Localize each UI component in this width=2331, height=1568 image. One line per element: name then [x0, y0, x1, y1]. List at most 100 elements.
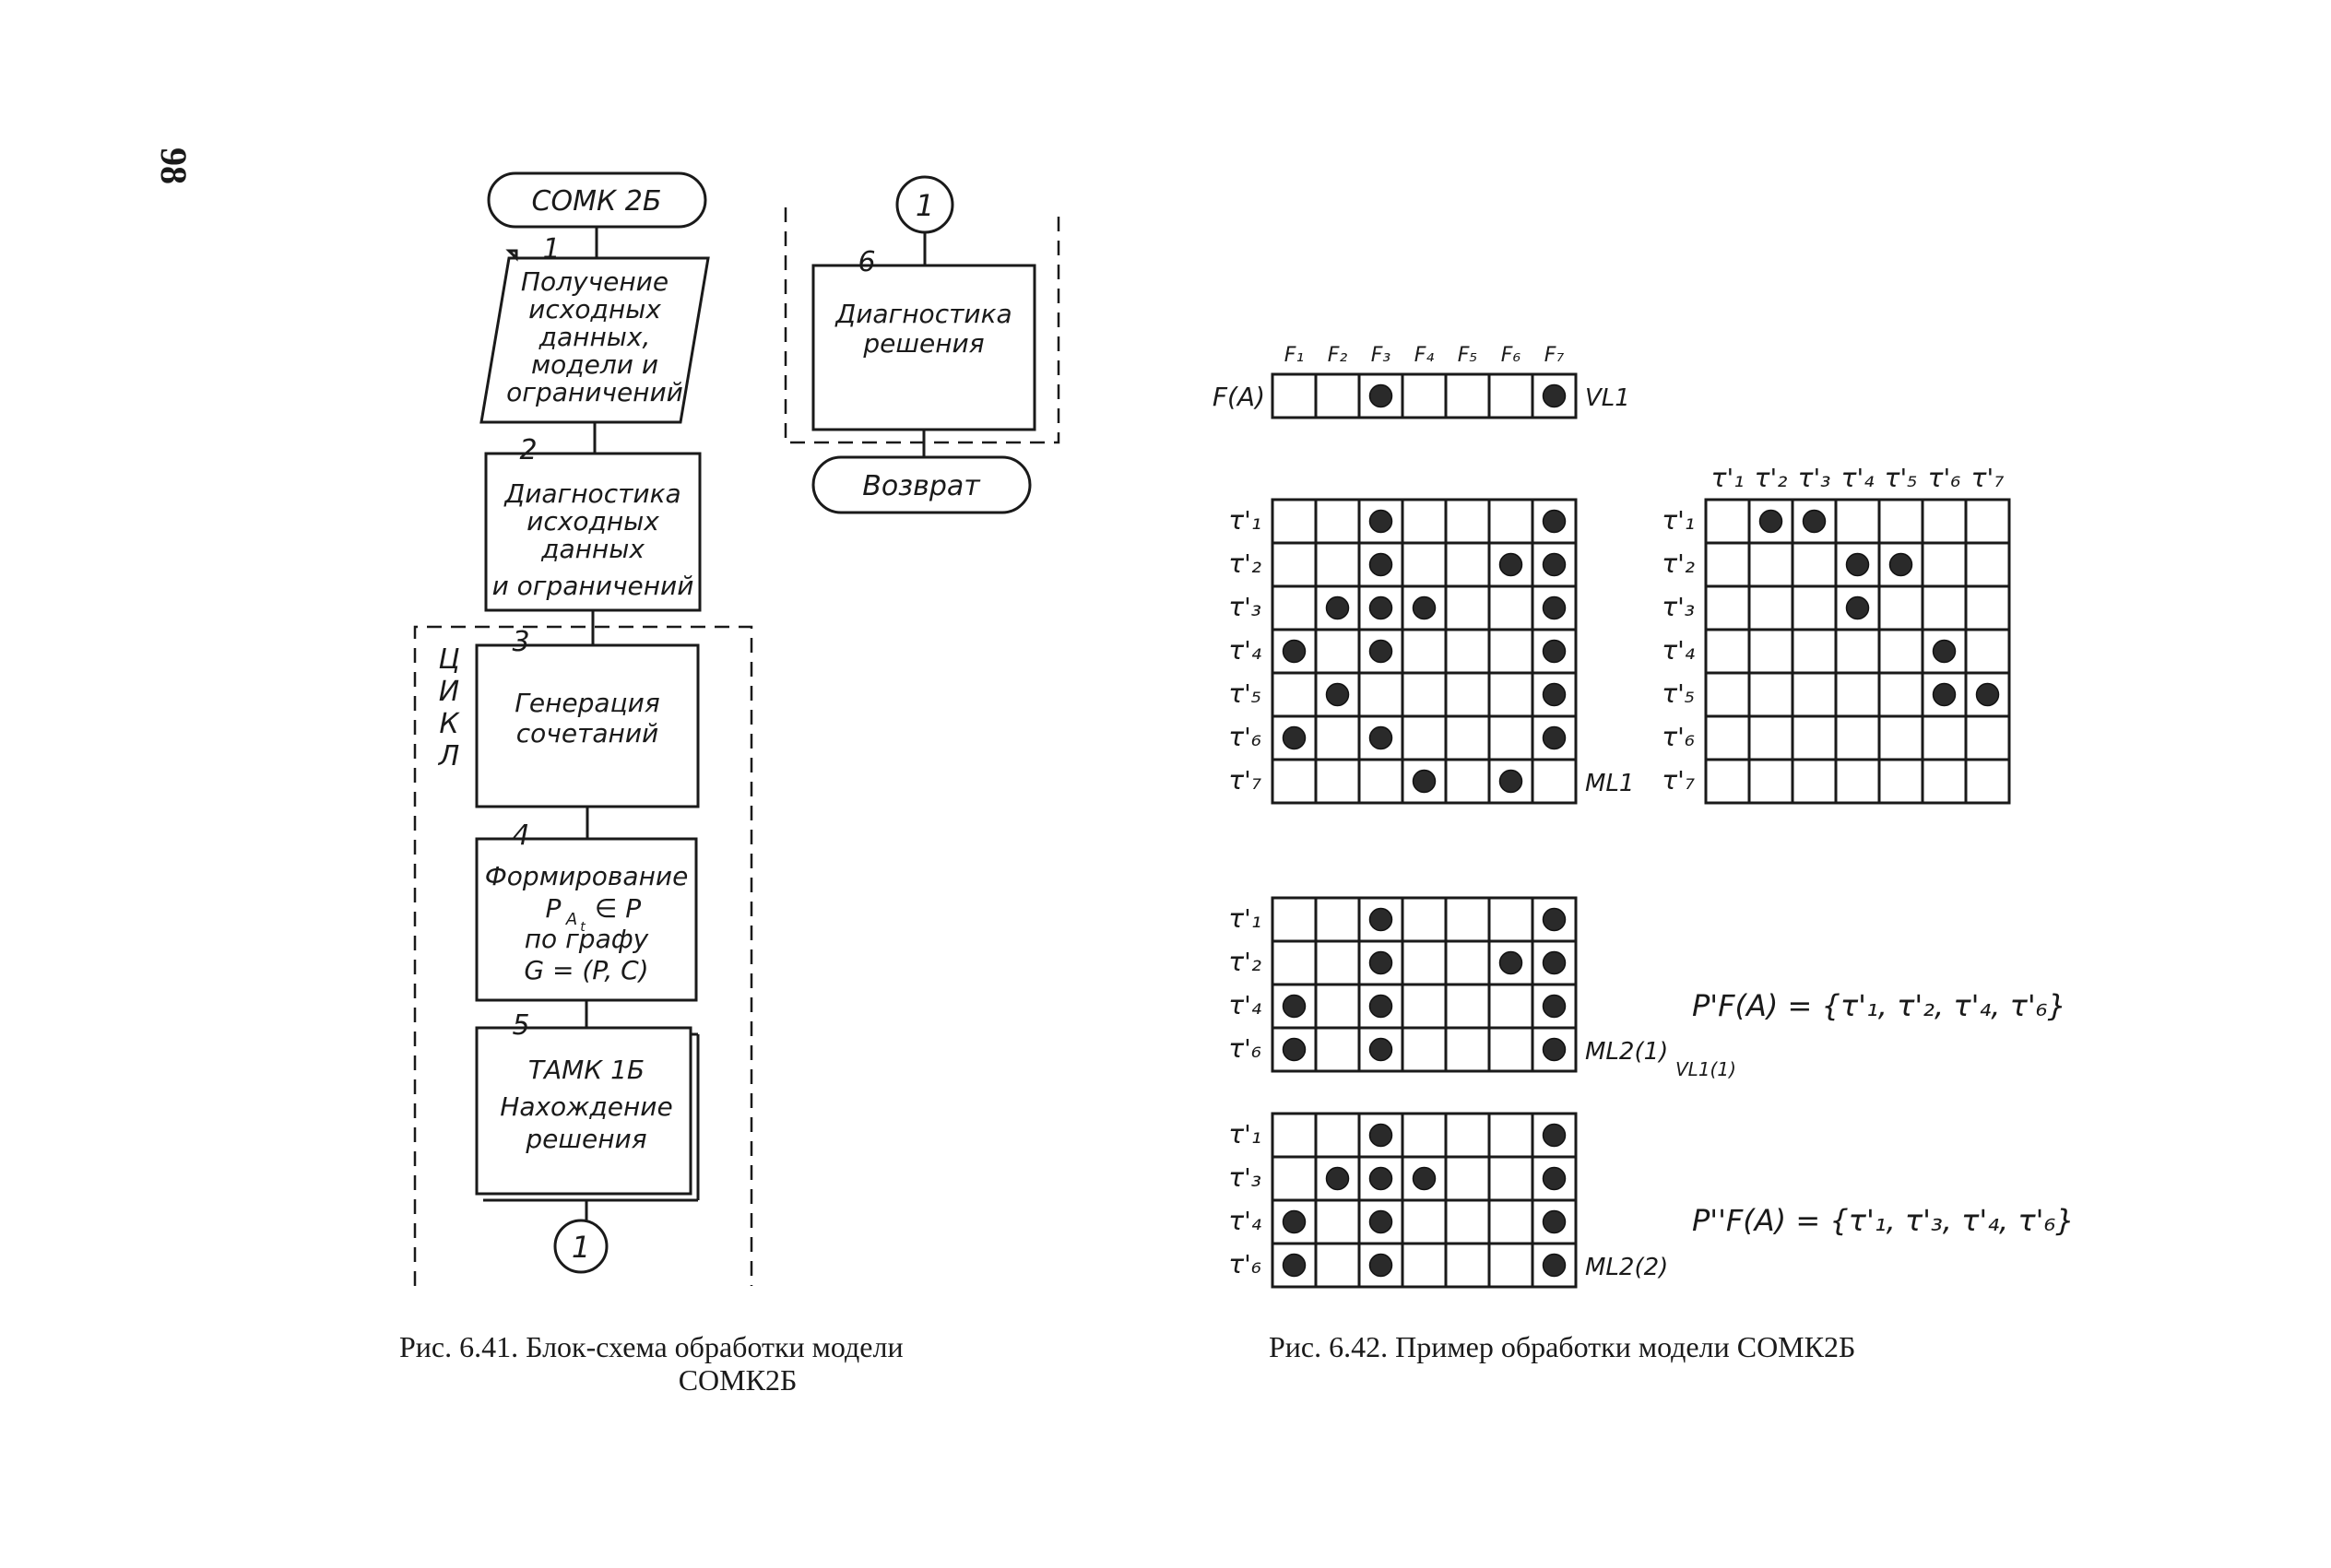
ml1-cell: [1487, 714, 1534, 761]
ml22-dot: [1368, 1253, 1393, 1278]
ml1-cell: [1271, 671, 1318, 718]
c-matrix-dot: [1975, 682, 2000, 707]
ml22-row-label: τ'₆: [1228, 1249, 1261, 1279]
f-header: F₃: [1371, 344, 1391, 367]
c-matrix-cell: [1834, 498, 1881, 545]
block-6-line: Диагностика: [834, 299, 1012, 329]
c-matrix-dot: [1932, 639, 1957, 664]
c-header: τ'₃: [1798, 463, 1831, 493]
ml21-row-label: τ'₆: [1228, 1033, 1261, 1064]
f-row-cell: [1444, 372, 1491, 419]
c-matrix-row-label: τ'₇: [1662, 765, 1696, 796]
ml1-dot: [1325, 682, 1350, 707]
block-2-line: и ограничений: [492, 571, 694, 601]
caption-left-line1: Рис. 6.41. Блок-схема обработки модели: [399, 1330, 904, 1363]
ml1-cell: [1401, 628, 1448, 675]
ml22-dot: [1412, 1166, 1437, 1191]
block-5-number: 5: [512, 1009, 529, 1042]
ml1-cell: [1357, 758, 1404, 805]
ml22-cell: [1401, 1242, 1448, 1289]
ml1-cell: [1357, 671, 1404, 718]
c-matrix-cell: [1964, 584, 2011, 631]
ml21-cell: [1444, 1026, 1491, 1073]
ml1-cell: [1444, 584, 1491, 631]
loop-letter: Ц: [438, 643, 459, 676]
ml1-dot: [1542, 509, 1567, 534]
ml1-dot: [1368, 595, 1393, 620]
ml22-dot: [1282, 1209, 1307, 1234]
c-matrix-dot: [1845, 595, 1870, 620]
c-header: τ'₅: [1885, 463, 1918, 493]
ml22-dot: [1282, 1253, 1307, 1278]
block-4-p: P: [546, 893, 562, 924]
ml1-dot: [1368, 639, 1393, 664]
c-matrix-cell: [1877, 628, 1924, 675]
block-6-boundary: [784, 207, 1060, 444]
block-1-line: данных,: [538, 322, 651, 352]
ml22-cell: [1444, 1198, 1491, 1245]
ml21-cell: [1314, 983, 1361, 1030]
ml1-cell: [1357, 498, 1404, 545]
c-matrix-cell: [1747, 671, 1794, 718]
ml21-cell: [1401, 983, 1448, 1030]
block-3-line: Генерация: [515, 688, 659, 718]
ml1-row-label: τ'₄: [1228, 635, 1261, 666]
ml22-row-label: τ'₁: [1228, 1119, 1261, 1149]
ml1-row-label: τ'₃: [1228, 592, 1261, 622]
f-row-label: F(A): [1213, 382, 1265, 412]
ml22-dot: [1542, 1166, 1567, 1191]
c-matrix-cell: [1791, 628, 1838, 675]
block-4-line: Формирование: [485, 861, 689, 891]
ml21-dot: [1368, 1037, 1393, 1062]
ml1-dot: [1325, 595, 1350, 620]
block-6-number: 6: [858, 246, 875, 278]
c-matrix-cell: [1747, 714, 1794, 761]
ml1-cell: [1487, 584, 1534, 631]
ml1-cell: [1487, 498, 1534, 545]
ml21-cell: [1401, 939, 1448, 986]
c-matrix-cell: [1834, 714, 1881, 761]
c-matrix-cell: [1747, 628, 1794, 675]
ml1-cell: [1271, 498, 1318, 545]
connector-bottom-label: 1: [572, 1230, 590, 1265]
ml21-row-label: τ'₁: [1228, 903, 1261, 934]
block-4-number: 4: [512, 819, 529, 852]
ml21-subscript: VL1(1): [1675, 1058, 1736, 1080]
ml22-cell: [1444, 1155, 1491, 1202]
ml22-dot: [1542, 1209, 1567, 1234]
ml21-label: ML2(1): [1585, 1038, 1668, 1066]
c-matrix-cell: [1704, 628, 1751, 675]
ml1-dot: [1542, 552, 1567, 577]
c-matrix-cell: [1921, 758, 1968, 805]
ml22-dot: [1368, 1123, 1393, 1148]
block-5-line: Нахождение: [500, 1091, 672, 1122]
c-header: τ'₆: [1928, 463, 1961, 493]
ml22-dot: [1542, 1253, 1567, 1278]
ml22-row-label: τ'₃: [1228, 1162, 1261, 1193]
ml22-cell: [1314, 1112, 1361, 1159]
ml1-dot: [1282, 725, 1307, 750]
c-matrix-dot: [1758, 509, 1783, 534]
ml1-row-label: τ'₁: [1228, 505, 1261, 536]
ml1-cell: [1401, 498, 1448, 545]
loop-boundary: [413, 625, 753, 1286]
ml21-cell: [1487, 1026, 1534, 1073]
block-4-line: G = (P, C): [524, 955, 648, 985]
block-4-p-sub-sub: t: [580, 920, 586, 935]
c-matrix-cell: [1921, 584, 1968, 631]
ml21-dot: [1542, 950, 1567, 975]
f-header: F₅: [1458, 344, 1477, 367]
f-header: F₇: [1544, 344, 1565, 367]
ml1-cell: [1444, 758, 1491, 805]
ml22-cell: [1487, 1112, 1534, 1159]
ml1-cell: [1444, 541, 1491, 588]
ml21-dot: [1542, 1037, 1567, 1062]
ml22-cell: [1487, 1155, 1534, 1202]
c-matrix-cell: [1791, 671, 1838, 718]
c-matrix-cell: [1791, 541, 1838, 588]
ml21-dot: [1282, 994, 1307, 1019]
block-1-line: исходных: [528, 294, 661, 324]
ml21-cell: [1314, 1026, 1361, 1073]
